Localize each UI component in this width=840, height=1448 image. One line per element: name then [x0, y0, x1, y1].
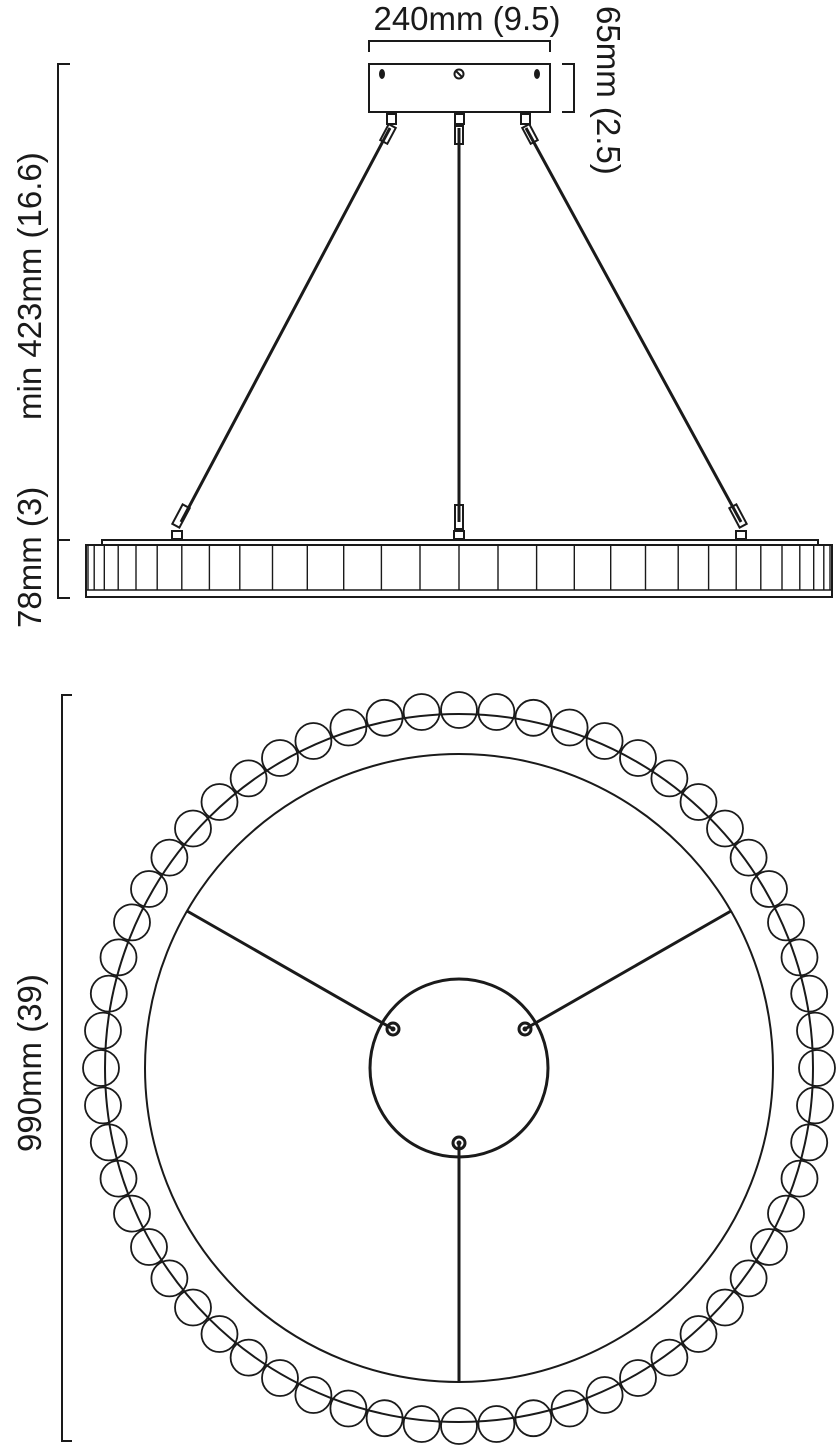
crystal-bead [780, 1159, 819, 1198]
plan-view: 990mm (39) [11, 691, 836, 1445]
crystal-bead [679, 1315, 718, 1353]
crystal-bead [99, 938, 138, 977]
crystal-bead [790, 974, 829, 1013]
crystal-bead [89, 1123, 128, 1162]
canopy-height-dimension-line [562, 63, 575, 113]
ring-height-label: 78mm (3) [11, 487, 48, 628]
crystal-bead [798, 1049, 836, 1087]
crystal-bead [440, 1407, 478, 1445]
crystal-bead [200, 1315, 239, 1353]
crystal-bead [679, 783, 718, 821]
crystal-bead [729, 838, 768, 877]
side-elevation-view: 240mm (9.5) 65mm (2.5) [11, 0, 833, 628]
crystal-bead [550, 1389, 589, 1428]
crystal-bead [440, 691, 478, 729]
crystal-bead [650, 1338, 689, 1377]
crystal-bead [229, 1338, 268, 1377]
crystal-bead [174, 1288, 212, 1327]
crystal-bead [790, 1123, 829, 1162]
crystal-bead [706, 809, 744, 848]
diameter-dimension-line [61, 694, 72, 1442]
min-drop-label: min 423mm (16.6) [11, 152, 48, 420]
crystal-bead [329, 1389, 368, 1428]
canopy-height-label: 65mm (2.5) [590, 6, 627, 175]
ceiling-canopy [368, 63, 551, 113]
crystal-bead [99, 1159, 138, 1198]
crystal-bead [796, 1011, 834, 1050]
suspension-cables [170, 113, 749, 540]
crystal-bead [84, 1011, 122, 1050]
crystal-bead [514, 1399, 553, 1438]
crystal-bead [402, 693, 441, 731]
crystal-bead [229, 759, 268, 798]
support-spokes [186, 909, 732, 1382]
crystal-scallop-edge [82, 691, 836, 1445]
crystal-bead [780, 938, 819, 977]
crystal-bead [477, 693, 516, 731]
crystal-bead [729, 1259, 768, 1298]
canopy-width-label: 240mm (9.5) [373, 0, 560, 37]
diameter-label: 990mm (39) [11, 974, 48, 1152]
crystal-bead [514, 698, 553, 737]
crystal-bead [402, 1405, 441, 1443]
crystal-bead [174, 809, 212, 848]
crystal-bead [89, 974, 128, 1013]
crystal-bead [365, 698, 404, 737]
crystal-bead [796, 1086, 834, 1125]
crystal-bead [706, 1288, 744, 1327]
crystal-bead [650, 759, 689, 798]
crystal-bead [329, 708, 368, 747]
min-drop-dimension-line [57, 63, 70, 541]
ring-side-profile [85, 539, 833, 598]
crystal-bead [150, 1259, 189, 1298]
crystal-segments [87, 545, 831, 590]
outer-ring [104, 713, 814, 1423]
crystal-bead [477, 1405, 516, 1443]
crystal-bead [150, 838, 189, 877]
ring-height-dimension-line [57, 539, 70, 599]
crystal-bead [82, 1049, 120, 1087]
crystal-bead [365, 1399, 404, 1438]
crystal-bead [550, 708, 589, 747]
hub-fixings [385, 1021, 533, 1151]
canopy-width-dimension-line [368, 40, 551, 52]
crystal-bead [84, 1086, 122, 1125]
central-hub [368, 977, 550, 1159]
crystal-bead [200, 783, 239, 821]
